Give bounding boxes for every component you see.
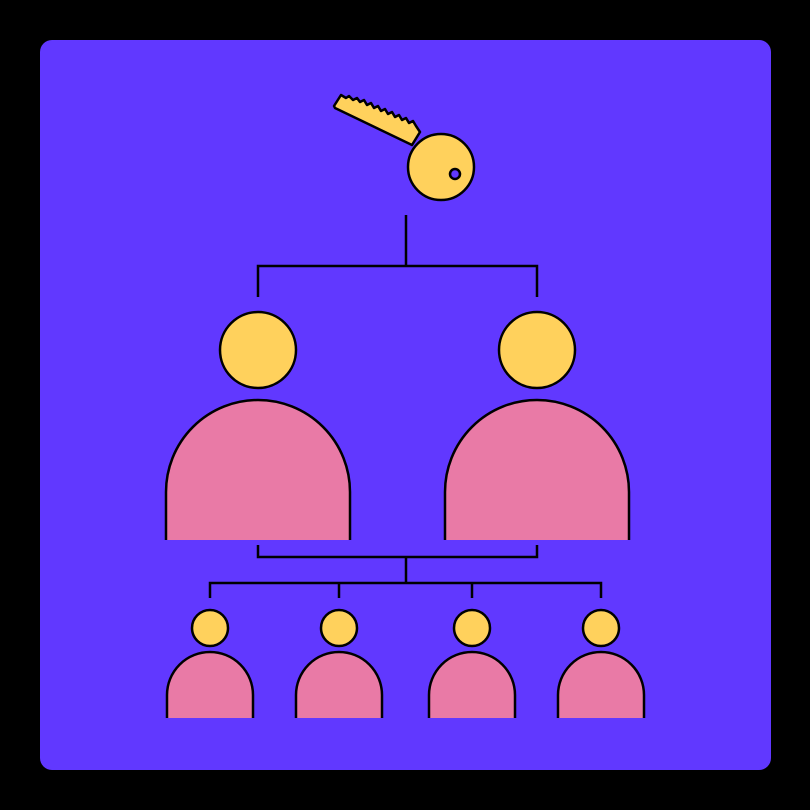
connector-lines xyxy=(208,215,603,598)
person-body xyxy=(165,650,255,718)
level-1-bracket xyxy=(256,264,539,297)
person-head xyxy=(497,310,577,390)
person-icon xyxy=(556,608,646,718)
person-head xyxy=(581,608,621,648)
key-icon xyxy=(332,93,476,202)
level-1-join-bracket xyxy=(256,545,539,559)
person-body xyxy=(556,650,646,718)
key-blade xyxy=(332,93,422,147)
person-head xyxy=(190,608,230,648)
person-icon xyxy=(427,608,517,718)
person-body xyxy=(294,650,384,718)
person-body xyxy=(443,398,631,540)
person-icon xyxy=(294,608,384,718)
person-head xyxy=(452,608,492,648)
person-head xyxy=(319,608,359,648)
people-group xyxy=(164,310,646,718)
level-2-bracket xyxy=(208,581,603,598)
person-body xyxy=(427,650,517,718)
person-head xyxy=(218,310,298,390)
key-bow xyxy=(406,132,476,202)
person-icon xyxy=(165,608,255,718)
person-body xyxy=(164,398,352,540)
person-icon xyxy=(443,310,631,540)
person-icon xyxy=(164,310,352,540)
key-hole xyxy=(448,167,462,181)
panel-background xyxy=(40,40,771,770)
